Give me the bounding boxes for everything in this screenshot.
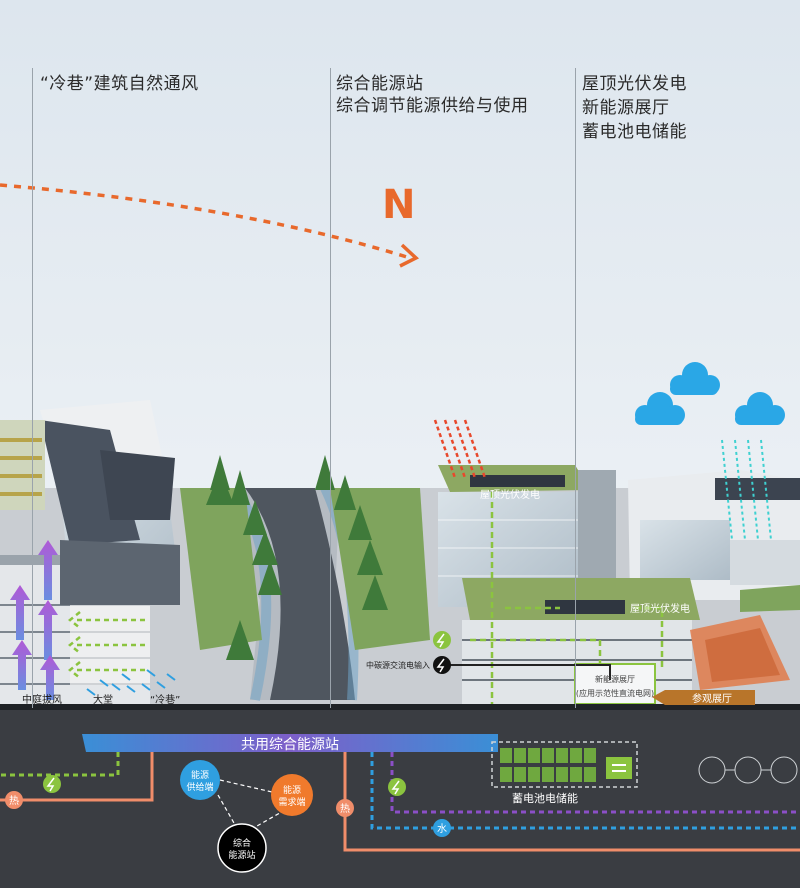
sun-path-arrowhead [399,243,420,268]
water-label: 水 [437,823,447,835]
trees [206,455,388,660]
station-node [217,823,267,873]
battery-storage [491,741,638,788]
underground-pipes [0,752,800,852]
water-badge [433,819,451,837]
rooftop-pv-upper-label: 屋顶光伏发电 [480,488,540,501]
heat-badge-right [336,799,354,817]
grid-input-arrow [450,664,611,680]
ground-line [0,704,800,710]
shared-station-label: 共用综合能源站 [241,737,339,753]
rooftop-pv-lower-label: 屋顶光伏发电 [630,602,690,615]
exhibition-label-line1: 新能源展厅 [595,674,635,684]
demand-node-line2: 需求端 [278,796,305,808]
annotation-left: “冷巷”建筑自然通风 [40,74,199,94]
left-office-building [0,400,180,600]
heat-label-left: 热 [9,794,19,807]
cloud-icon [735,392,785,425]
right-buildings [628,470,800,612]
station-node-line1: 综合 [233,837,251,849]
courtyard-wind-label: 中庭拔风 [22,693,62,706]
supply-node-line2: 供给端 [186,781,213,793]
battery-storage-label: 蓄电池电储能 [512,791,578,805]
minor-flow-chart [698,756,798,784]
divider-line-middle [330,68,331,708]
annotation-right-line1: 屋顶光伏发电 [582,74,687,94]
courtyard-airflow-arrows [10,540,60,700]
lightning-icon [433,656,451,674]
grid-input-label: 中碳源交流电输入 [366,660,430,670]
station-node-line2: 能源站 [228,849,255,861]
sun-path-arc [0,183,411,260]
cloud-icons [635,362,785,425]
annotation-right-line3: 蓄电池电储能 [582,122,687,142]
demand-node-line1: 能源 [283,784,301,796]
pv-power-lines [470,492,664,740]
annotation-middle-line2: 综合调节能源供给与使用 [336,96,529,116]
heat-badge-left [5,791,23,809]
compass-north: N [382,182,415,228]
hall-label: 大堂 [93,693,113,706]
cold-lane-wind-arrows [86,669,176,696]
left-section-building [0,540,180,705]
demand-node [271,774,313,816]
exhibition-label-line2: (应用示范性直流电网) [576,688,654,698]
heat-label-right: 热 [340,802,350,815]
floor-airflow-dashes [67,611,145,679]
supply-node [180,760,220,800]
divider-line-right [575,68,576,708]
lightning-icon [433,631,451,649]
lightning-icon [43,775,61,793]
visit-exhibition-arrow [652,690,755,705]
lightning-icon [388,778,406,796]
cloud-icon [635,392,685,425]
supply-node-line1: 能源 [191,769,209,781]
visit-exhibition-label: 参观展厅 [692,692,732,705]
solar-radiation-lines [433,419,487,479]
annotation-middle-line1: 综合能源站 [336,74,424,94]
annotation-right-line2: 新能源展厅 [582,98,670,118]
rain-lines [721,439,772,541]
recycle-icon [606,757,632,779]
divider-line-left [32,68,33,708]
shared-station-bar [82,734,498,752]
cold-lane-label: “冷巷” [150,693,180,706]
cloud-icon [670,362,720,395]
